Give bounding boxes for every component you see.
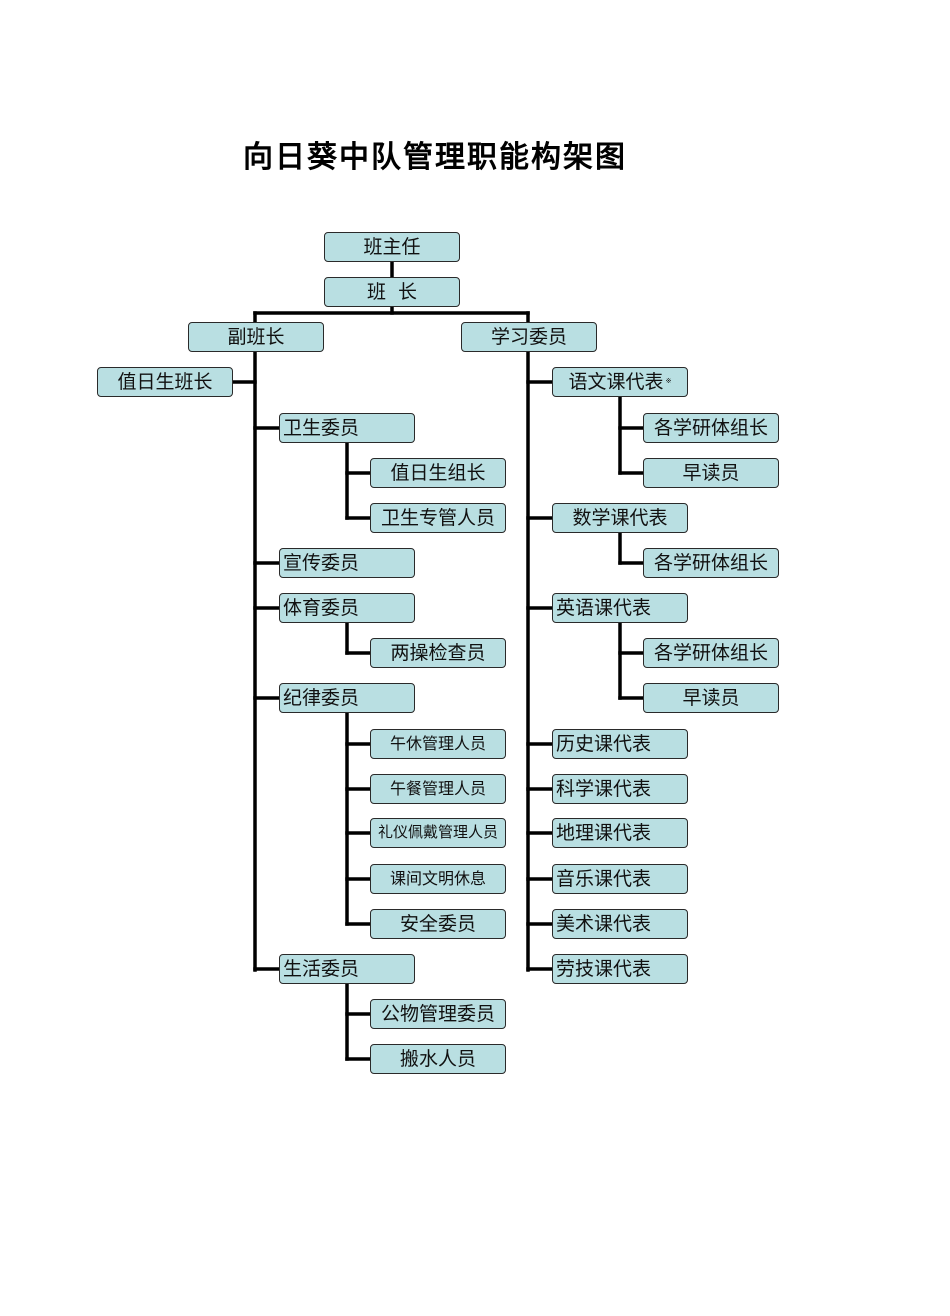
- chart-title: 向日葵中队管理职能构架图: [243, 140, 627, 175]
- node-lunch-manager: 午餐管理人员: [370, 774, 506, 804]
- node-english-rep: 英语课代表: [552, 593, 688, 623]
- node-study-committee: 学习委员: [461, 322, 597, 352]
- node-vice-monitor: 副班长: [188, 322, 324, 352]
- node-math-study-leader: 各学研体组长: [643, 548, 779, 578]
- node-art-rep: 美术课代表: [552, 909, 688, 939]
- node-class-monitor: 班 长: [324, 277, 460, 307]
- node-publicity-committee: 宣传委员: [279, 548, 415, 578]
- node-break-civility: 课间文明休息: [370, 864, 506, 894]
- node-chinese-morning-reader: 早读员: [643, 458, 779, 488]
- node-head-teacher: 班主任: [324, 232, 460, 262]
- node-hygiene-committee: 卫生委员: [279, 413, 415, 443]
- node-english-study-leader: 各学研体组长: [643, 638, 779, 668]
- node-duty-monitor: 值日生班长: [97, 367, 233, 397]
- node-exercise-inspector: 两操检查员: [370, 638, 506, 668]
- node-property-manager: 公物管理委员: [370, 999, 506, 1029]
- node-duty-group-leader: 值日生组长: [370, 458, 506, 488]
- node-discipline-committee: 纪律委员: [279, 683, 415, 713]
- node-chinese-study-leader: 各学研体组长: [643, 413, 779, 443]
- node-chinese-rep-mark: ※: [665, 377, 672, 386]
- node-math-rep: 数学课代表: [552, 503, 688, 533]
- node-safety-committee: 安全委员: [370, 909, 506, 939]
- node-labor-rep: 劳技课代表: [552, 954, 688, 984]
- node-music-rep: 音乐课代表: [552, 864, 688, 894]
- node-chinese-rep: 语文课代表※: [552, 367, 688, 397]
- node-science-rep: 科学课代表: [552, 774, 688, 804]
- node-etiquette-manager: 礼仪佩戴管理人员: [370, 818, 506, 848]
- node-chinese-rep-label: 语文课代表: [568, 370, 664, 393]
- node-sports-committee: 体育委员: [279, 593, 415, 623]
- node-hygiene-staff: 卫生专管人员: [370, 503, 506, 533]
- node-english-morning-reader: 早读员: [643, 683, 779, 713]
- node-water-carrier: 搬水人员: [370, 1044, 506, 1074]
- node-history-rep: 历史课代表: [552, 729, 688, 759]
- node-geography-rep: 地理课代表: [552, 818, 688, 848]
- node-nap-manager: 午休管理人员: [370, 729, 506, 759]
- node-life-committee: 生活委员: [279, 954, 415, 984]
